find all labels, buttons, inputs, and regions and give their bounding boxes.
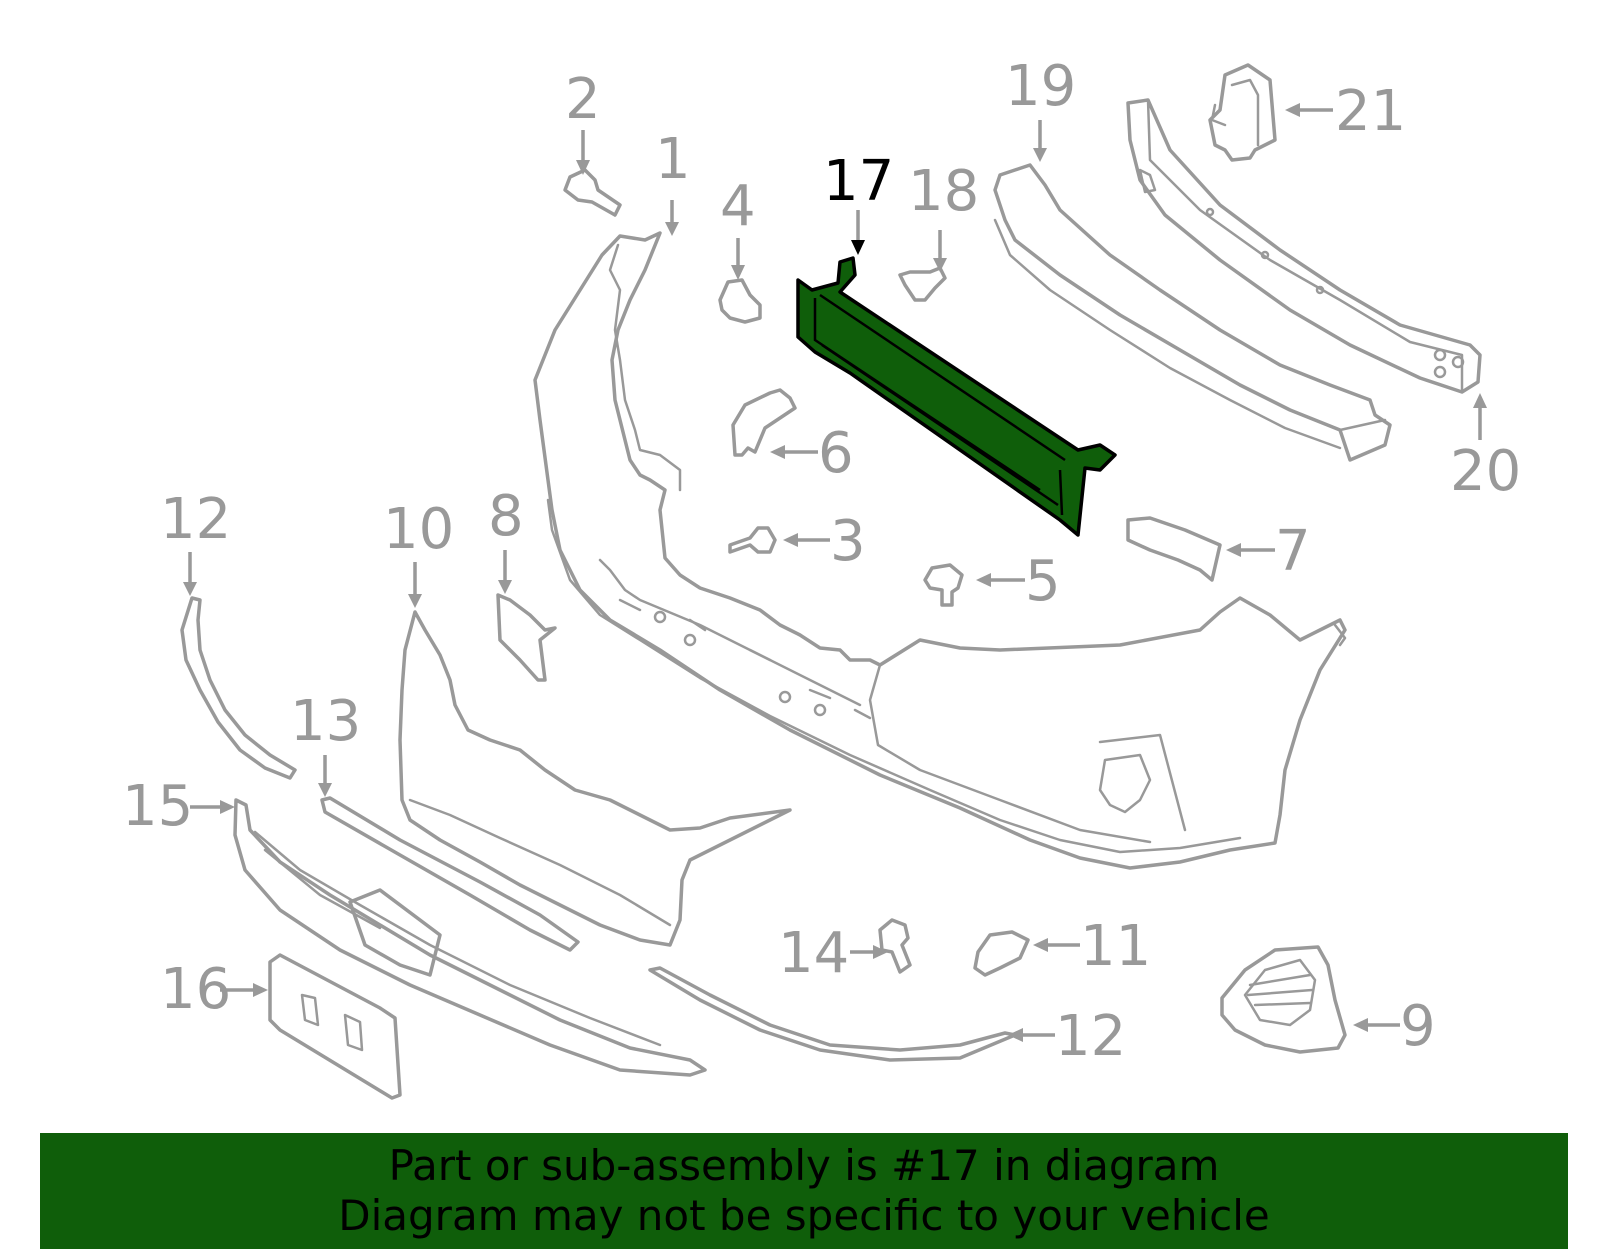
part-6-bracket[interactable] — [731, 388, 797, 457]
callout-12-upper: 12 — [160, 487, 231, 552]
callout-9: 9 — [1400, 994, 1436, 1059]
part-5-push-pin[interactable] — [923, 563, 964, 607]
callout-labels: 1 2 3 4 5 6 7 8 9 10 11 12 12 13 14 15 1… — [122, 54, 1521, 1069]
callout-8: 8 — [488, 484, 524, 549]
parts-diagram: 1 2 3 4 5 6 7 8 9 10 11 12 12 13 14 15 1… — [122, 54, 1521, 1100]
callout-4: 4 — [720, 174, 756, 239]
callout-5: 5 — [1025, 549, 1061, 614]
part-1-bumper-cover[interactable] — [533, 231, 1347, 870]
callout-16: 16 — [160, 957, 231, 1022]
callout-10: 10 — [383, 497, 454, 562]
callout-15: 15 — [122, 774, 193, 839]
callout-20: 20 — [1450, 439, 1521, 504]
callout-18: 18 — [908, 159, 979, 224]
callout-2: 2 — [565, 67, 601, 132]
part-4-clip[interactable] — [718, 278, 762, 324]
part-20-support-bar[interactable] — [1126, 98, 1482, 394]
part-15-grille[interactable] — [233, 798, 707, 1077]
callout-11: 11 — [1080, 914, 1151, 979]
callout-21: 21 — [1335, 79, 1406, 144]
part-11-nut[interactable] — [973, 930, 1030, 977]
callout-12-lower: 12 — [1055, 1004, 1126, 1069]
callout-13: 13 — [290, 689, 361, 754]
callout-19: 19 — [1005, 54, 1076, 119]
callout-3: 3 — [830, 509, 866, 574]
part-10-lower-cover[interactable] — [398, 610, 792, 947]
part-9-fog-bezel[interactable] — [1220, 945, 1347, 1054]
callout-14: 14 — [778, 921, 849, 986]
part-19-bumper-reinforcement[interactable] — [993, 163, 1392, 462]
callout-17: 17 — [823, 149, 894, 214]
banner-line-1: Part or sub-assembly is #17 in diagram — [388, 1141, 1220, 1190]
info-banner: Part or sub-assembly is #17 in diagram D… — [40, 1133, 1568, 1249]
part-13-strip[interactable] — [320, 796, 580, 952]
banner-line-2: Diagram may not be specific to your vehi… — [338, 1191, 1270, 1240]
part-12-moulding-lower[interactable] — [648, 966, 1017, 1062]
part-3-bolt[interactable] — [728, 526, 777, 554]
part-21-bracket[interactable] — [1208, 63, 1277, 162]
part-8-bracket[interactable] — [496, 593, 557, 682]
part-16-plate-bracket[interactable] — [268, 953, 402, 1100]
part-12-moulding-left[interactable] — [180, 596, 297, 780]
part-14-bolt[interactable] — [878, 918, 912, 974]
part-18-push-pin[interactable] — [898, 266, 947, 302]
part-2-bolt[interactable] — [563, 168, 622, 217]
callout-6: 6 — [818, 421, 854, 486]
part-7-bracket[interactable] — [1126, 516, 1222, 582]
callout-1: 1 — [655, 127, 691, 192]
leader-lines — [183, 103, 1487, 1042]
part-17-energy-absorber[interactable] — [796, 256, 1117, 537]
callout-7: 7 — [1275, 519, 1311, 584]
